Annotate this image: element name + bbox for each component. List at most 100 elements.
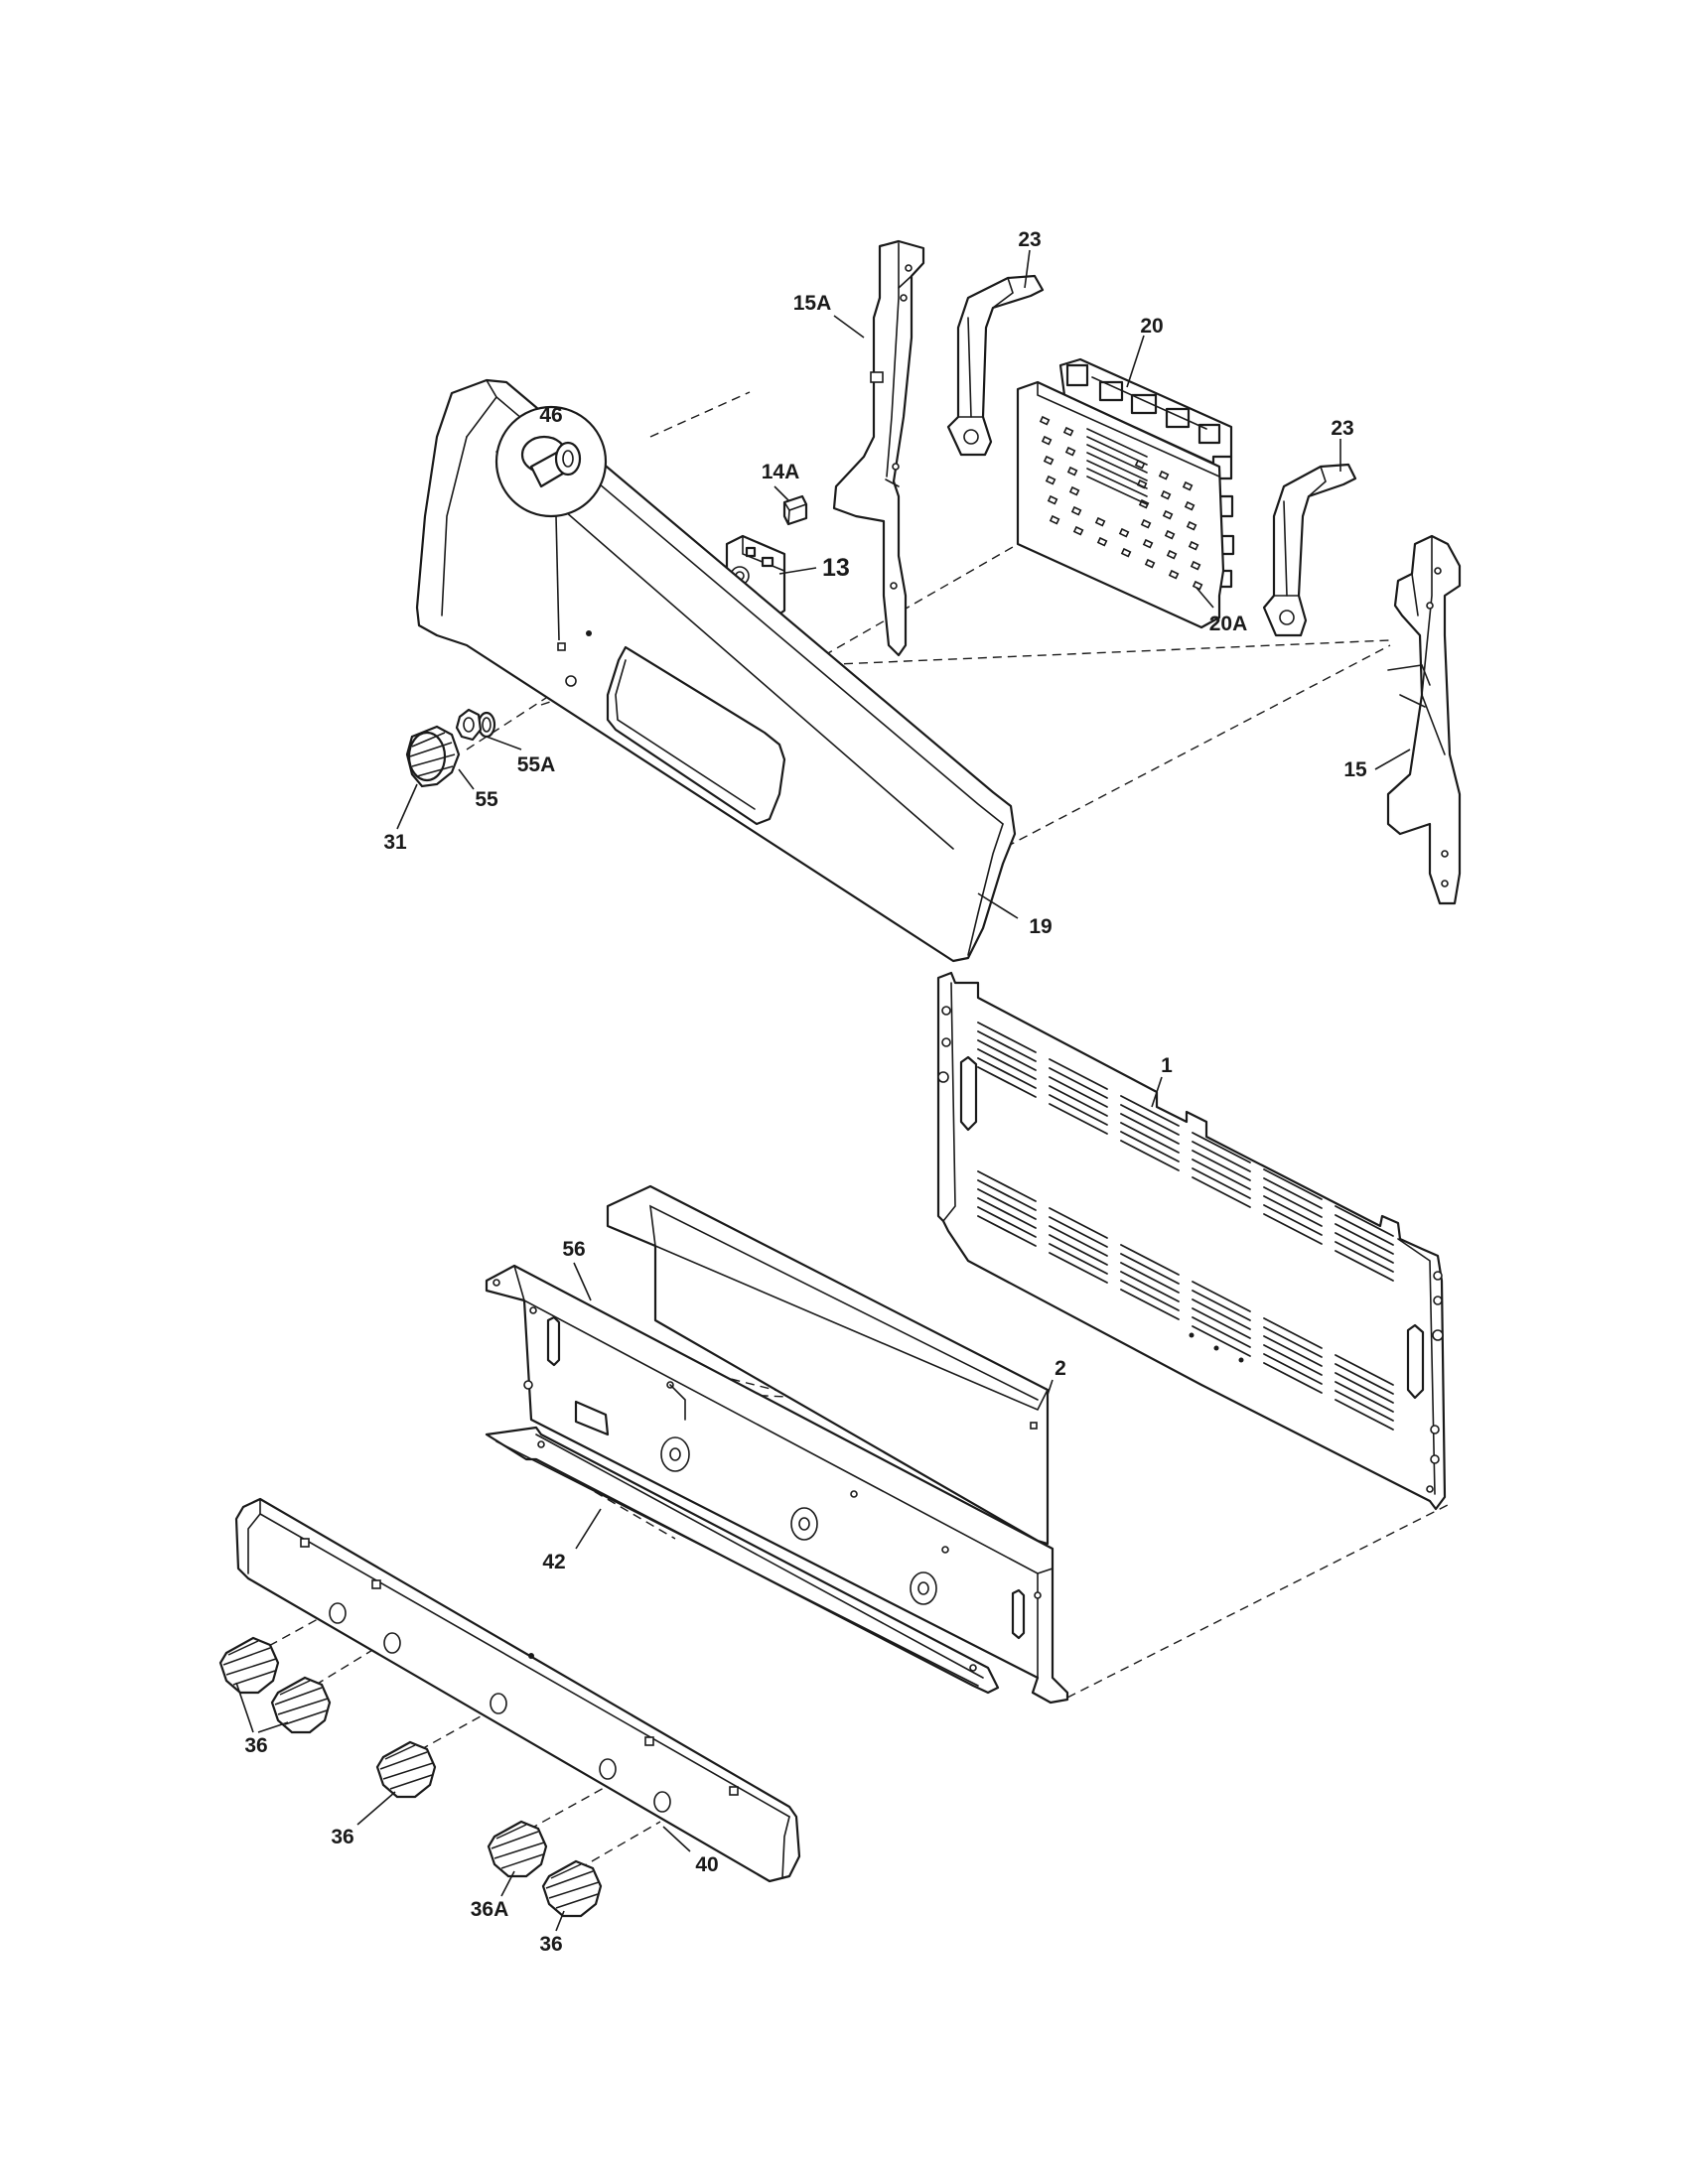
callout-19: 19 (1029, 915, 1052, 938)
callout-23-left: 23 (1018, 228, 1041, 251)
leader-lines (235, 249, 1411, 1932)
part-36-knob-1 (218, 1636, 280, 1695)
vent-slat (1335, 1354, 1394, 1386)
vent-slat (1335, 1214, 1394, 1246)
vent-slat (1192, 1298, 1251, 1330)
vent-slat (1120, 1280, 1180, 1311)
vent-slat (1192, 1132, 1251, 1163)
callout-1: 1 (1161, 1054, 1173, 1077)
cover-perforations (1039, 415, 1203, 591)
vent-slat (1120, 1131, 1180, 1162)
perforation-hole (1166, 549, 1178, 560)
callout-20a: 20A (1209, 613, 1248, 635)
perforation-hole (1182, 480, 1194, 491)
vent-slat (1263, 1344, 1323, 1376)
callout-31: 31 (383, 831, 407, 854)
vent-slat (1120, 1095, 1180, 1127)
vent-slat (1335, 1372, 1394, 1404)
vent-slat (977, 1030, 1037, 1062)
perforation-hole (1043, 455, 1055, 466)
perforation-hole (1158, 470, 1170, 480)
vent-slat (1120, 1262, 1180, 1294)
vent-slat (1192, 1307, 1251, 1339)
part-46-inset (494, 405, 608, 641)
vent-slat (1335, 1399, 1394, 1431)
part-15a-side-bracket (832, 239, 925, 657)
part-1-back-panel (936, 971, 1447, 1511)
part-36-knob-3 (375, 1740, 437, 1799)
perforation-hole (1045, 475, 1056, 485)
part-56-manifold-panel (485, 1264, 1069, 1705)
perforation-hole (1070, 505, 1082, 516)
callout-2: 2 (1055, 1357, 1066, 1380)
vent-slat (1120, 1271, 1180, 1302)
perforation-hole (1064, 446, 1076, 457)
vent-slat (1263, 1362, 1323, 1394)
perforation-hole (1120, 547, 1132, 558)
callout-14a: 14A (762, 461, 800, 483)
vent-slat (1335, 1223, 1394, 1255)
vent-slat (1192, 1316, 1251, 1348)
vent-slat (1120, 1289, 1180, 1320)
vent-slat (1192, 1150, 1251, 1181)
vent-slat (1335, 1390, 1394, 1422)
perforation-hole (1072, 525, 1084, 536)
part-42-trim-strip (485, 1426, 1000, 1695)
part-36-knob-2 (270, 1676, 332, 1734)
vent-slat (977, 1197, 1037, 1229)
callout-46: 46 (539, 404, 562, 427)
callout-20: 20 (1140, 315, 1163, 338)
vent-slat (1049, 1085, 1108, 1117)
vent-slat (1263, 1168, 1323, 1200)
vent-slat (1335, 1250, 1394, 1282)
callout-36-b: 36 (331, 1826, 353, 1848)
vent-slat (1192, 1290, 1251, 1321)
vent-slat (1049, 1252, 1108, 1284)
perforation-hole (1039, 415, 1051, 426)
perforation-hole (1041, 435, 1053, 446)
vent-slat (1049, 1243, 1108, 1275)
vent-slat (977, 1179, 1037, 1211)
vent-slat (1049, 1076, 1108, 1108)
vent-slat (977, 1188, 1037, 1220)
perforation-hole (1142, 538, 1154, 549)
vent-slat (1049, 1103, 1108, 1135)
perforation-hole (1118, 527, 1130, 538)
callout-42: 42 (542, 1551, 565, 1573)
vent-slat (1263, 1317, 1323, 1349)
callout-36-c: 36 (539, 1933, 562, 1956)
vent-slat (1335, 1381, 1394, 1413)
vent-slat (1049, 1067, 1108, 1099)
perforation-hole (1160, 489, 1172, 500)
callout-36-a: 36 (244, 1734, 267, 1757)
vent-slat (1049, 1225, 1108, 1257)
vent-slat (1120, 1244, 1180, 1276)
perforation-hole (1186, 520, 1197, 531)
perforation-hole (1047, 494, 1058, 505)
perforation-hole (1062, 426, 1074, 437)
callout-13: 13 (822, 554, 850, 582)
perforation-hole (1164, 529, 1176, 540)
vent-slat (1049, 1058, 1108, 1090)
vent-slat (1263, 1353, 1323, 1385)
perforation-hole (1162, 509, 1174, 520)
perforation-hole (1140, 518, 1152, 529)
perforation-hole (1168, 569, 1180, 580)
vent-slat (1192, 1325, 1251, 1357)
vent-slat (1192, 1176, 1251, 1208)
vent-slat (1192, 1141, 1251, 1172)
vent-slat (1120, 1113, 1180, 1145)
vent-slat (977, 1039, 1037, 1071)
vent-slat (1192, 1281, 1251, 1312)
vent-slat (1192, 1159, 1251, 1190)
callout-labels: 23 20 23 15A 46 14A 13 20A 15 19 55A 55 … (244, 228, 1367, 1956)
vent-slat (977, 1170, 1037, 1202)
back-panel-vents (977, 1022, 1394, 1431)
vent-slat (1335, 1232, 1394, 1264)
perforation-hole (1094, 516, 1106, 527)
part-40-knob-panel (234, 1497, 801, 1883)
vent-slat (977, 1215, 1037, 1247)
vent-slat (1335, 1363, 1394, 1395)
vent-slat (977, 1057, 1037, 1089)
vent-slat (1120, 1140, 1180, 1171)
